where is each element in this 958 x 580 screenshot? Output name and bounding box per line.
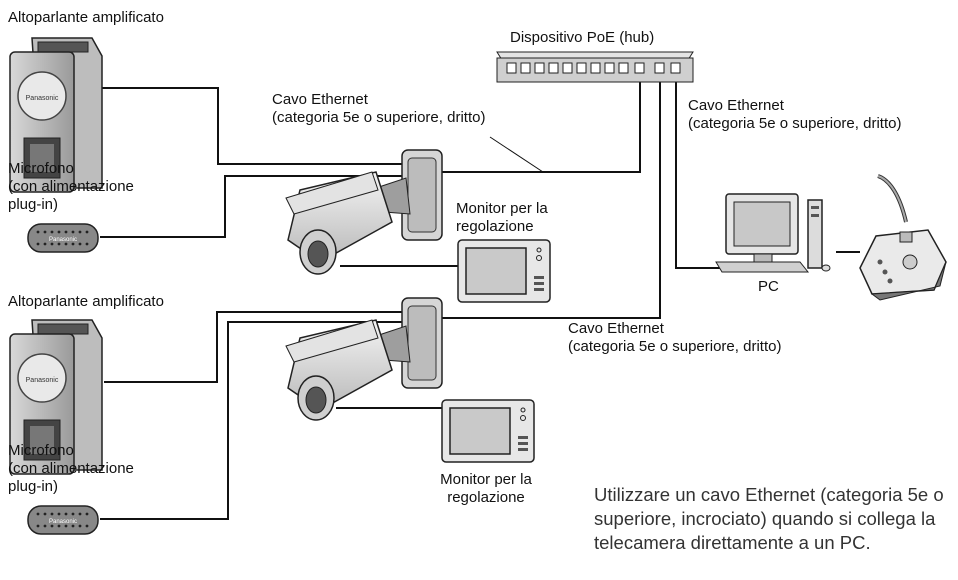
speaker-label-bottom: Altoparlante amplificato xyxy=(8,293,164,310)
mic2-cable xyxy=(100,321,402,520)
microphone-label-top-line2: (con alimentazione xyxy=(8,178,134,195)
ethernet-cable-label-top: Cavo Ethernet (categoria 5e o superiore,… xyxy=(272,91,485,127)
ethernet-cable-label-middle: Cavo Ethernet (categoria 5e o superiore,… xyxy=(568,320,781,356)
ethernet-cable-label-middle-line2: (categoria 5e o superiore, dritto) xyxy=(568,338,782,355)
cables xyxy=(100,80,860,520)
svg-text:Panasonic: Panasonic xyxy=(49,519,77,525)
speaker-label-top: Altoparlante amplificato xyxy=(8,9,164,26)
monitor-label-top: Monitor per la regolazione xyxy=(456,200,548,236)
ethernet-cable-camera1 xyxy=(402,80,641,173)
microphone-label-bottom: Microfono (con alimentazione plug-in) xyxy=(8,442,134,496)
ethernet-cable-label-top-line1: Cavo Ethernet xyxy=(272,91,368,108)
microphone-label-top: Microfono (con alimentazione plug-in) xyxy=(8,160,134,214)
microphone-label-bottom-line3: plug-in) xyxy=(8,478,59,495)
microphone-label-bottom-line1: Microfono xyxy=(8,442,74,459)
plug-in-microphone-top: Panasonic xyxy=(27,223,99,253)
svg-text:Panasonic: Panasonic xyxy=(49,237,77,243)
speaker1-cable xyxy=(102,87,402,165)
monitor-label-top-line1: Monitor per la xyxy=(456,200,548,217)
ethernet-cable-camera2 xyxy=(402,80,661,319)
microphone-label-bottom-line2: (con alimentazione xyxy=(8,460,134,477)
crossover-cable-note: Utilizzare un cavo Ethernet (categoria 5… xyxy=(594,484,944,553)
microphone-label-top-line3: plug-in) xyxy=(8,196,59,213)
ethernet-cable-label-right: Cavo Ethernet (categoria 5e o superiore,… xyxy=(688,97,901,133)
monitor-label-top-line2: regolazione xyxy=(456,218,534,235)
poe-hub-label: Dispositivo PoE (hub) xyxy=(510,29,655,46)
pc-label: PC xyxy=(758,278,779,295)
pc xyxy=(715,193,831,273)
network-camera-bottom xyxy=(285,297,443,421)
adjustment-monitor-bottom xyxy=(441,399,535,463)
ethernet-cable-label-middle-line1: Cavo Ethernet xyxy=(568,320,664,337)
plug-in-microphone-bottom: Panasonic xyxy=(27,505,99,535)
desk-microphone-station xyxy=(859,174,947,301)
ethernet-cable-label-right-line2: (categoria 5e o superiore, dritto) xyxy=(688,115,902,132)
microphone-label-top-line1: Microfono xyxy=(8,160,74,177)
ethernet-cable-label-right-line1: Cavo Ethernet xyxy=(688,97,784,114)
svg-text:Panasonic: Panasonic xyxy=(26,377,59,384)
network-camera-top xyxy=(285,149,443,275)
amplified-speaker-top: Panasonic xyxy=(9,37,103,193)
adjustment-monitor-top xyxy=(457,239,551,303)
cable-pointer-line xyxy=(489,136,544,173)
ethernet-cable-pc xyxy=(675,80,722,269)
speaker2-cable xyxy=(104,311,402,383)
monitor-label-bottom: Monitor per la regolazione xyxy=(428,471,544,507)
mic1-cable xyxy=(100,175,402,238)
monitor-label-bottom-line2: regolazione xyxy=(447,489,525,506)
amplified-speaker-bottom: Panasonic xyxy=(9,319,103,475)
ethernet-cable-label-top-line2: (categoria 5e o superiore, dritto) xyxy=(272,109,486,126)
monitor-label-bottom-line1: Monitor per la xyxy=(440,471,532,488)
svg-text:Panasonic: Panasonic xyxy=(26,95,59,102)
poe-hub xyxy=(496,51,694,83)
